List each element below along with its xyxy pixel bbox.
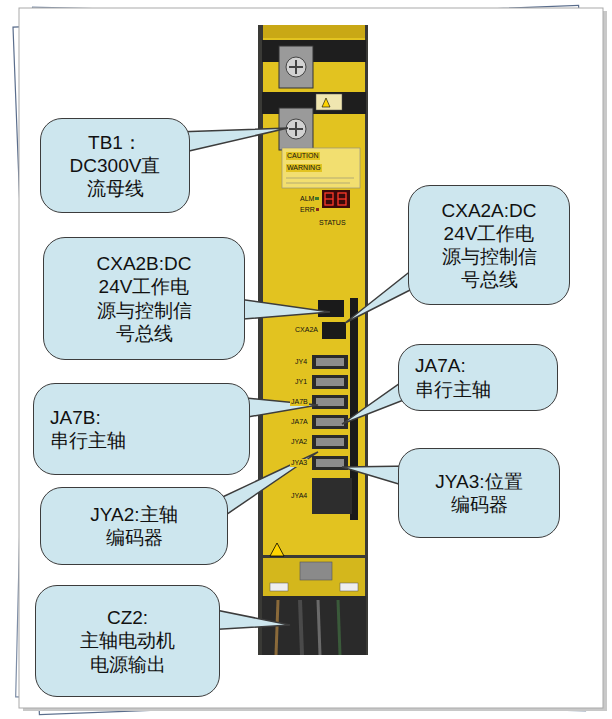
callout-box: JA7B: 串行主轴	[33, 383, 250, 475]
callout-text: JYA2:主轴 编码器	[87, 503, 181, 549]
panel-marking: JYA4	[290, 492, 308, 500]
panel-marking: JY4	[294, 358, 308, 366]
paper-stack	[13, 5, 607, 714]
panel-marking: CXA2A	[294, 326, 319, 334]
callout-pointer	[176, 128, 288, 154]
callout-box: JYA3:位置 编码器	[398, 448, 560, 538]
callout-text: JA7B: 串行主轴	[50, 406, 132, 452]
panel-marking: JA7A	[290, 418, 309, 426]
callout-text: JYA3:位置 编码器	[432, 470, 526, 516]
callout-text: CZ2: 主轴电动机 电源输出	[77, 606, 178, 676]
callout-box: CXA2B:DC 24V工作电 源与控制信 号总线	[43, 237, 245, 360]
callout-text: TB1： DC300V直 流母线	[67, 131, 164, 201]
callout-box: TB1： DC300V直 流母线	[40, 118, 190, 213]
panel-marking: WARNING	[286, 164, 322, 172]
panel-marking: JYA2	[290, 438, 308, 446]
callout-box: JA7A: 串行主轴	[398, 344, 558, 410]
panel-marking: JYA3	[290, 459, 308, 467]
panel-marking: ALM	[299, 195, 315, 203]
panel-marking: JY1	[294, 378, 308, 386]
callout-box: CXA2A:DC 24V工作电 源与控制信 号总线	[408, 185, 570, 305]
amplifier-photo	[258, 25, 368, 655]
panel-marking: JA7B	[290, 398, 309, 406]
panel-marking: ERR	[299, 206, 316, 214]
callout-box: JYA2:主轴 编码器	[40, 487, 228, 565]
callout-text: JA7A: 串行主轴	[415, 354, 497, 400]
panel-marking: CAUTION	[286, 152, 320, 160]
callout-box: CZ2: 主轴电动机 电源输出	[35, 585, 220, 697]
callout-pointer	[231, 298, 330, 320]
panel-marking: STATUS	[318, 219, 347, 227]
callout-text: CXA2A:DC 24V工作电 源与控制信 号总线	[438, 199, 540, 292]
callout-text: CXA2B:DC 24V工作电 源与控制信 号总线	[93, 252, 195, 345]
